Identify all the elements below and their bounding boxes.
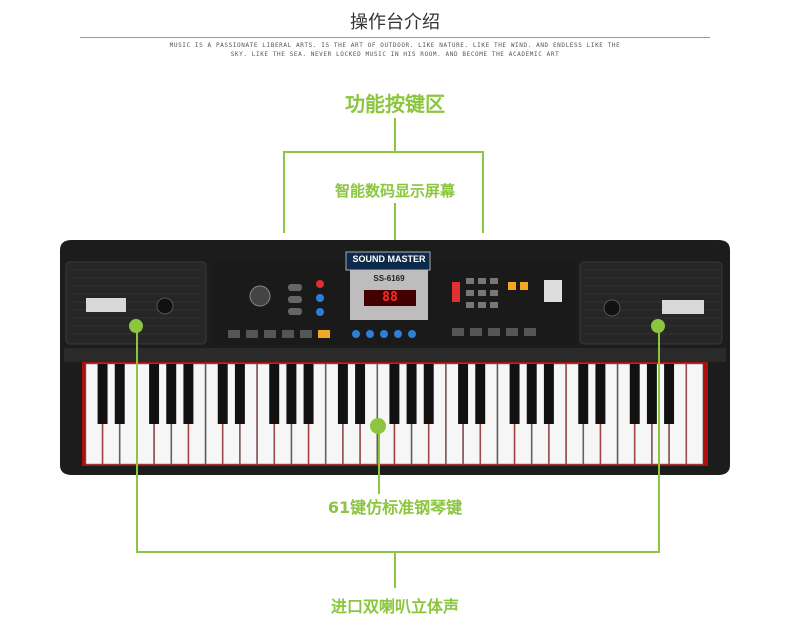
right-speaker-badge	[662, 300, 704, 314]
model-text: SS-6169	[373, 274, 405, 283]
label-speakers: 进口双喇叭立体声	[330, 597, 459, 616]
black-key[interactable]	[114, 364, 125, 424]
callout-line	[394, 552, 396, 588]
callout-line	[394, 118, 396, 152]
black-key[interactable]	[646, 364, 657, 424]
black-key[interactable]	[509, 364, 520, 424]
black-key[interactable]	[234, 364, 245, 424]
black-key[interactable]	[286, 364, 297, 424]
display-screen	[364, 290, 416, 306]
black-key[interactable]	[578, 364, 589, 424]
callout-line	[283, 151, 285, 233]
black-key[interactable]	[406, 364, 417, 424]
black-key[interactable]	[97, 364, 108, 424]
callout-line	[482, 151, 484, 233]
label-piano-keys: 61键仿标准钢琴键	[327, 498, 463, 517]
display-digits: 88	[382, 290, 398, 305]
black-key[interactable]	[337, 364, 348, 424]
left-speaker-knob	[156, 297, 174, 315]
black-key[interactable]	[217, 364, 228, 424]
black-key[interactable]	[475, 364, 486, 424]
callout-line	[658, 326, 660, 552]
right-speaker-knob	[603, 299, 621, 317]
black-key[interactable]	[423, 364, 434, 424]
white-key[interactable]	[686, 363, 704, 465]
label-strip	[64, 348, 726, 362]
keys-marker-dot	[370, 418, 386, 434]
tagline-line-1: MUSIC IS A PASSIONATE LIBERAL ARTS. IS T…	[169, 42, 621, 49]
black-key[interactable]	[389, 364, 400, 424]
black-key[interactable]	[166, 364, 177, 424]
black-key[interactable]	[269, 364, 280, 424]
black-key[interactable]	[543, 364, 554, 424]
black-key[interactable]	[458, 364, 469, 424]
right-speaker	[579, 261, 723, 345]
black-key[interactable]	[526, 364, 537, 424]
black-key[interactable]	[355, 364, 366, 424]
black-key[interactable]	[664, 364, 675, 424]
brand-text: SOUND MASTER	[352, 254, 426, 264]
callout-line	[283, 151, 483, 153]
speaker-marker-dot	[651, 319, 665, 333]
left-speaker-badge	[86, 298, 126, 312]
callout-line	[378, 432, 380, 494]
callout-line	[394, 203, 396, 251]
black-key[interactable]	[629, 364, 640, 424]
black-key[interactable]	[149, 364, 160, 424]
callout-line	[136, 326, 138, 552]
logo-plate	[544, 280, 562, 302]
black-key[interactable]	[183, 364, 194, 424]
speaker-marker-dot	[129, 319, 143, 333]
black-key[interactable]	[303, 364, 314, 424]
black-keys	[97, 364, 675, 424]
label-digital-display: 智能数码显示屏幕	[334, 182, 455, 200]
black-key[interactable]	[595, 364, 606, 424]
callout-line	[136, 551, 660, 553]
volume-knob	[249, 285, 271, 307]
page-title: 操作台介绍	[350, 12, 440, 33]
tagline-line-2: SKY. LIKE THE SEA. NEVER LOCKED MUSIC IN…	[230, 51, 560, 58]
header-divider	[80, 37, 710, 38]
label-function-keys: 功能按键区	[345, 92, 445, 116]
